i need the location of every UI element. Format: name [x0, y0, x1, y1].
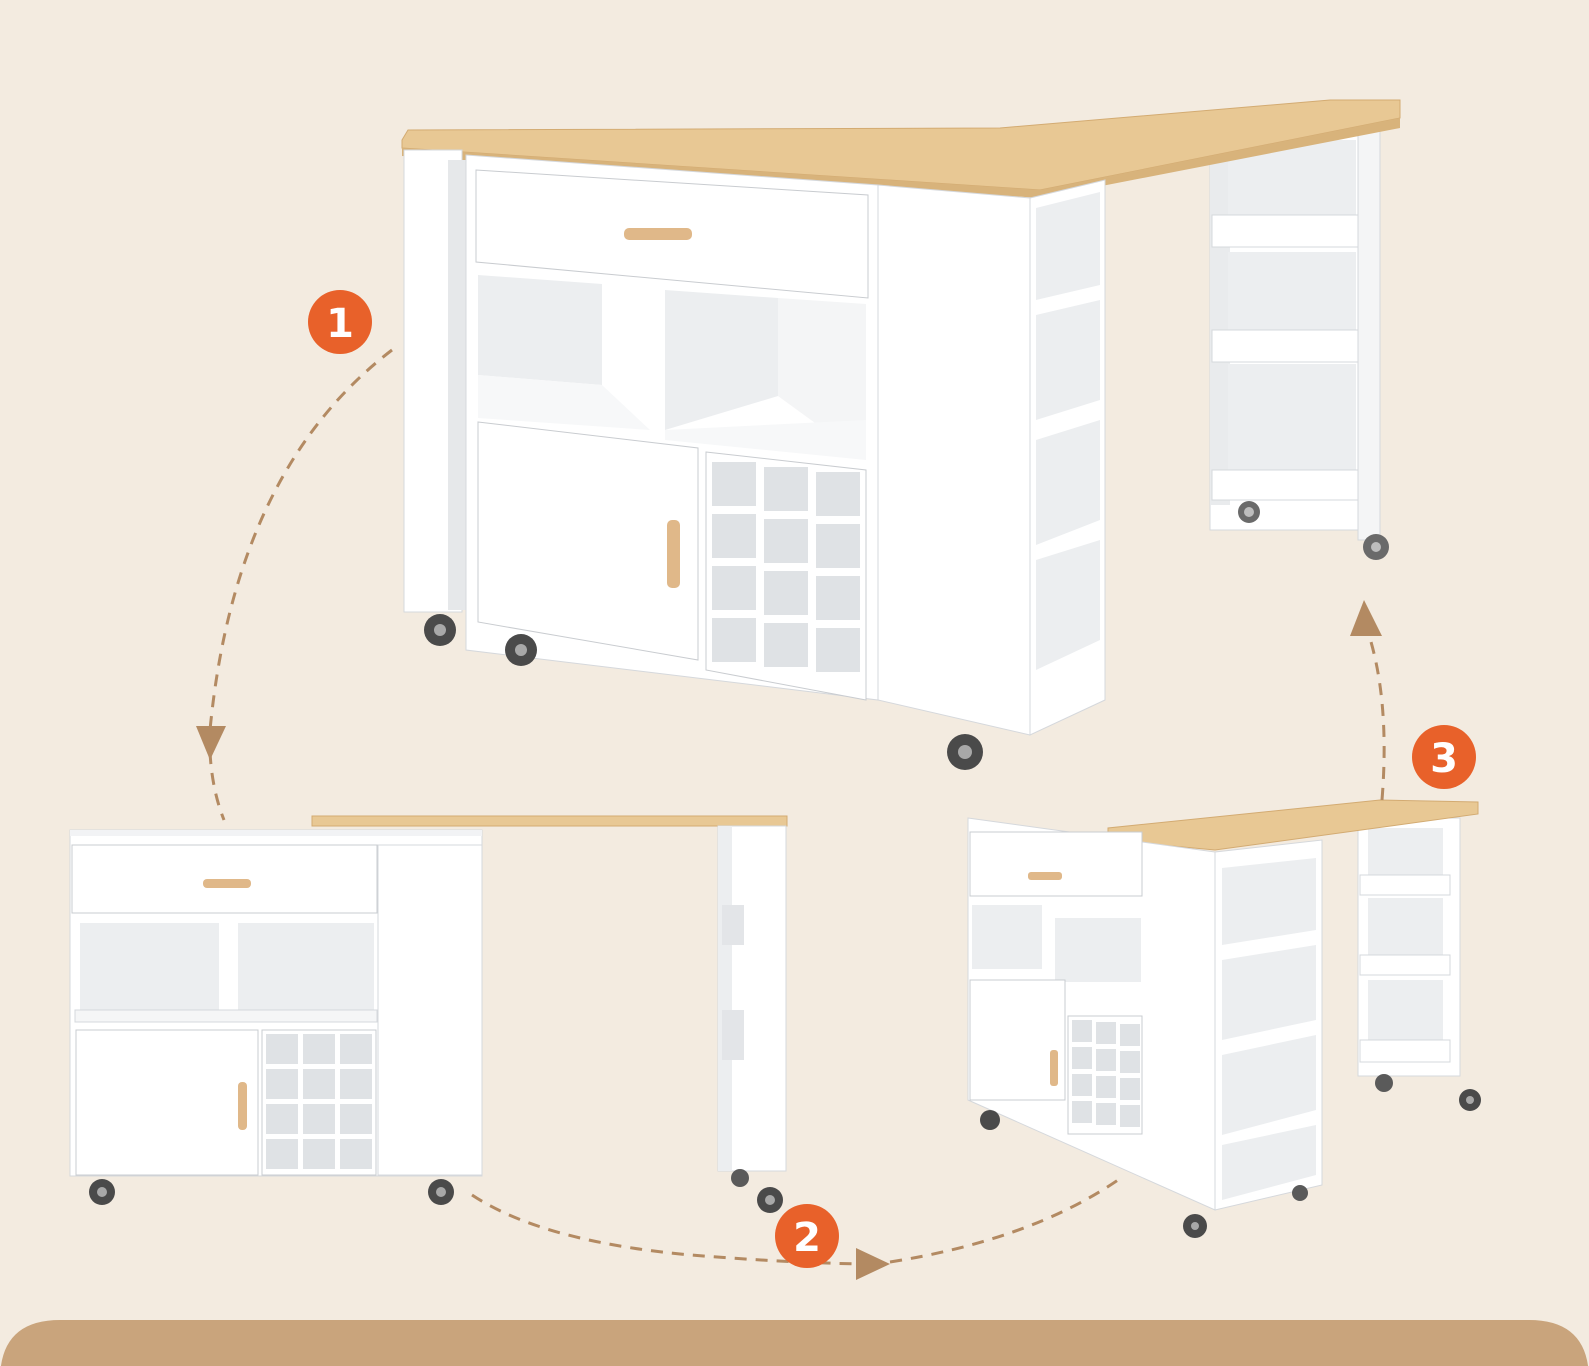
- wine-rack-rotating: [1067, 1015, 1143, 1135]
- drawer-rotating: [969, 831, 1143, 897]
- door-handle: [238, 1082, 247, 1130]
- caster-icon: [1292, 1185, 1308, 1201]
- footer-band: [0, 1320, 1589, 1366]
- caster-icon: [980, 1110, 1000, 1130]
- step-number: 1: [326, 301, 354, 347]
- wood-countertop-large: [401, 99, 1401, 191]
- cabinet-door-rotating: [969, 979, 1066, 1101]
- wine-rack-large: [705, 451, 867, 701]
- island-extended-straight: [69, 815, 788, 1213]
- step-badge-2: 2: [775, 1204, 839, 1268]
- step-number: 3: [1430, 736, 1458, 782]
- wood-countertop-rotating: [1107, 799, 1479, 851]
- drawer-handle: [203, 879, 251, 888]
- door-handle: [667, 520, 680, 588]
- island-extended-rotating: [967, 799, 1481, 1238]
- arrowheads: [196, 600, 1382, 1280]
- extension-leg-large: [1209, 129, 1389, 560]
- step-number: 2: [793, 1215, 821, 1261]
- wine-rack-straight: [261, 1029, 377, 1176]
- wood-countertop-straight: [311, 815, 788, 827]
- arrow-3-up: [1366, 631, 1386, 801]
- arrow-right-icon: [856, 1248, 890, 1280]
- arrow-down-icon: [196, 726, 226, 760]
- arrow-2-to-3-tail: [889, 1178, 1119, 1264]
- caster-icon: [731, 1169, 749, 1187]
- drawer-handle: [624, 228, 692, 240]
- cabinet-door-straight: [75, 1029, 259, 1176]
- caster-icon: [1375, 1074, 1393, 1092]
- door-handle: [1050, 1050, 1058, 1086]
- island-extended-large: [401, 99, 1401, 770]
- arrow-up-icon: [1350, 600, 1382, 636]
- step-badge-1: 1: [308, 290, 372, 354]
- cabinet-door-large: [477, 421, 699, 661]
- arrow-1-to-2: [208, 348, 393, 731]
- drawer-handle: [1028, 872, 1062, 880]
- step-badge-3: 3: [1412, 725, 1476, 789]
